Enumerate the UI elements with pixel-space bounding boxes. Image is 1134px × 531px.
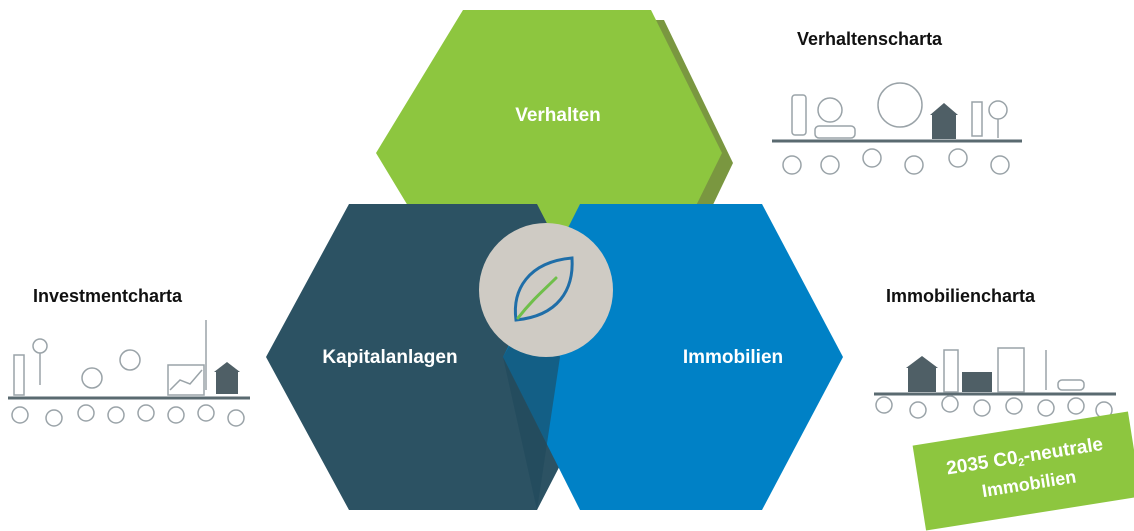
badge-year-prefix: 2035 C0 bbox=[944, 447, 1020, 480]
investmentcharta-illustration bbox=[8, 320, 250, 427]
leaf-icon bbox=[513, 256, 574, 322]
immobiliencharta-title: Immobiliencharta bbox=[886, 286, 1036, 306]
center-circle bbox=[479, 223, 613, 357]
immobilien-label: Immobilien bbox=[682, 347, 784, 368]
verhaltenscharta-title: Verhaltenscharta bbox=[797, 29, 943, 49]
verhalten-label: Verhalten bbox=[515, 105, 601, 126]
verhaltenscharta-illustration bbox=[772, 82, 1022, 175]
investmentcharta-title: Investmentcharta bbox=[33, 286, 183, 306]
badge-suffix: -neutrale bbox=[1021, 433, 1105, 468]
kapitalanlagen-label: Kapitalanlagen bbox=[322, 347, 458, 368]
immobiliencharta-illustration bbox=[874, 347, 1116, 419]
triad-diagram bbox=[8, 10, 1116, 510]
